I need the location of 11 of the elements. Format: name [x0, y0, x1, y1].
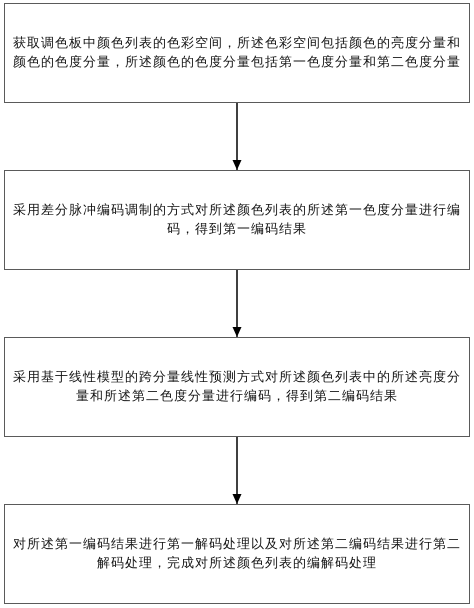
arrow	[232, 103, 242, 170]
arrow	[232, 437, 242, 504]
process-box	[4, 504, 470, 604]
step-text: 采用差分脉冲编码调制的方式对所述颜色列表的所述第一色度分量进行编码，得到第一编码结果	[12, 202, 462, 239]
step-text: 采用基于线性模型的跨分量线性预测方式对所述颜色列表中的所述亮度分量和所述第二色度分量进行编码，得到第二编码结果	[12, 369, 462, 406]
process-box	[4, 170, 470, 270]
process-box	[4, 3, 470, 103]
step-text: 获取调色板中颜色列表的色彩空间，所述色彩空间包括颜色的亮度分量和颜色的色度分量，所述颜色的色度分量包括第一色度分量和第二色度分量	[12, 35, 462, 72]
process-box	[4, 337, 470, 437]
step-text: 对所述第一编码结果进行第一解码处理以及对所述第二编码结果进行第二解码处理，完成对所述颜色列表的编解码处理	[12, 536, 462, 573]
arrow	[232, 270, 242, 337]
